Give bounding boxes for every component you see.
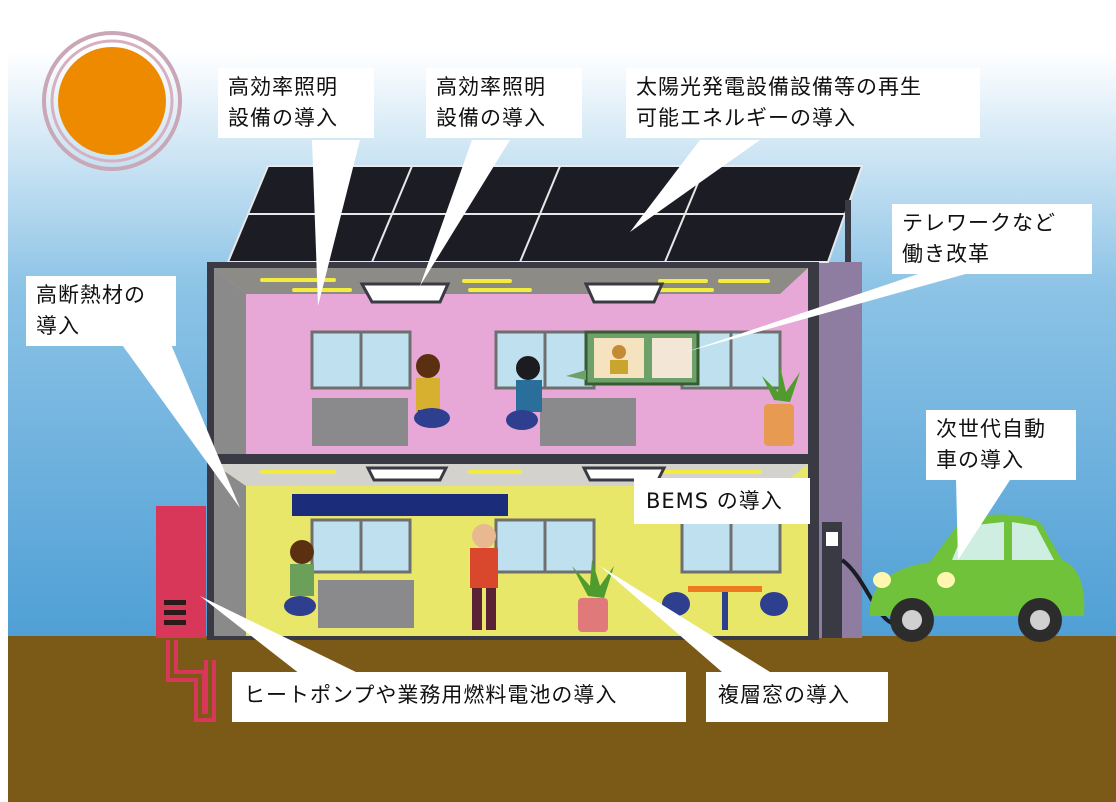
lower-windows (310, 518, 782, 574)
callout-insulation-line2: 導入 (36, 314, 80, 338)
heat-pump-unit (156, 506, 216, 722)
potted-plant-lower (572, 560, 614, 632)
callout-telework-line2: 働き改革 (902, 242, 990, 266)
callout-pointers (120, 140, 1010, 674)
callout-lighting-2: 高効率照明 設備の導入 (426, 68, 582, 138)
worker-woman-upper (414, 354, 450, 428)
standing-man (470, 524, 498, 630)
sun-icon (42, 31, 182, 171)
callout-lighting-1-line2: 設備の導入 (228, 106, 338, 130)
callout-solar-line2: 可能エネルギーの導入 (636, 106, 856, 130)
potted-plant-upper (762, 366, 800, 446)
callout-insulation: 高断熱材の 導入 (26, 276, 176, 346)
callout-bems: BEMS の導入 (634, 478, 810, 524)
worker-woman-lower (284, 540, 316, 616)
callout-ev: 次世代自動 車の導入 (926, 410, 1076, 480)
callout-solar: 太陽光発電設備設備等の再生 可能エネルギーの導入 (626, 68, 980, 138)
callout-ev-line2: 車の導入 (936, 448, 1024, 472)
callout-lighting-1-line1: 高効率照明 (228, 75, 338, 99)
electric-car (869, 514, 1085, 642)
video-call-screen (566, 330, 700, 386)
callout-lighting-2-line2: 設備の導入 (436, 106, 546, 130)
bems-display (292, 494, 508, 516)
callout-telework: テレワークなど 働き改革 (892, 204, 1092, 274)
callout-solar-line1: 太陽光発電設備設備等の再生 (636, 75, 922, 99)
callout-heat-pump-text: ヒートポンプや業務用燃料電池の導入 (244, 683, 618, 707)
callout-insulation-line1: 高断熱材の (36, 283, 146, 307)
callout-heat-pump: ヒートポンプや業務用燃料電池の導入 (232, 672, 686, 722)
callout-ev-line1: 次世代自動 (936, 417, 1046, 441)
callout-lighting-1: 高効率照明 設備の導入 (218, 68, 374, 138)
callout-telework-line1: テレワークなど (902, 211, 1056, 235)
callout-lighting-2-line1: 高効率照明 (436, 75, 546, 99)
upper-windows (310, 330, 782, 390)
callout-bems-text: BEMS の導入 (646, 489, 783, 513)
callout-multi-window-text: 複層窓の導入 (718, 683, 850, 707)
worker-headset-upper (506, 356, 542, 430)
callout-multi-window: 複層窓の導入 (706, 672, 888, 722)
